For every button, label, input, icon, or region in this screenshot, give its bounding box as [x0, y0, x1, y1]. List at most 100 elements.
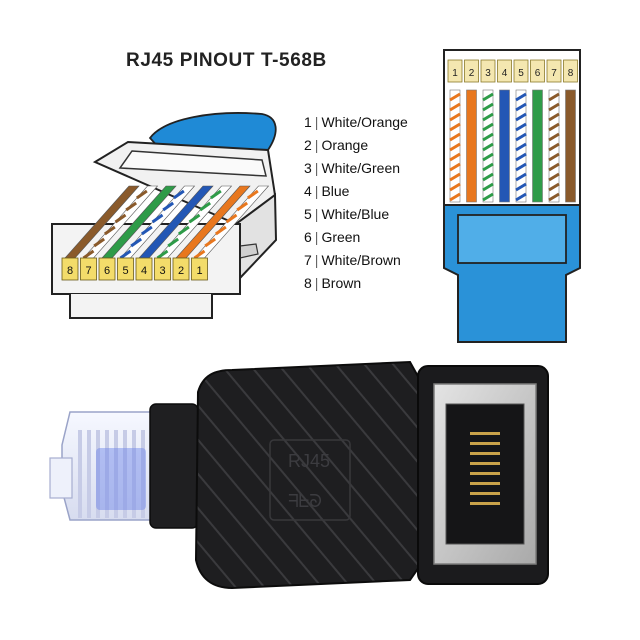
straight-wire-2: [466, 89, 477, 203]
clear-plug-contact: [114, 430, 118, 518]
wire-stripe: [548, 162, 560, 172]
clear-plug-contact: [96, 430, 100, 518]
plug-contact-7: [80, 257, 97, 281]
wire-stripe: [548, 132, 560, 142]
plug-contact-number: 5: [122, 265, 128, 277]
wire-stripe: [482, 92, 494, 102]
wire-stripe: [172, 189, 185, 200]
wire-stripe: [162, 201, 175, 212]
wire-stripe: [204, 237, 217, 248]
plug-contact-5: [117, 257, 134, 281]
wire-stripe: [449, 162, 461, 172]
plug-contact-number: 4: [141, 265, 147, 277]
wire-stripe: [449, 182, 461, 192]
legend-item-5: 5|White/Blue: [304, 206, 390, 222]
adapter-photo: RJ45 ᖷᖶᘐ: [49, 360, 549, 590]
jack-pin: [470, 462, 500, 465]
wire-stripe: [482, 172, 494, 182]
pinout-legend: 1|White/Orange 2|Orange 3|White/Green 4|…: [304, 114, 408, 298]
adapter-label-recess: [269, 439, 351, 521]
wire-stripe: [515, 102, 527, 112]
plug-wire-group: [64, 185, 270, 260]
wire-stripe: [482, 182, 494, 192]
wire-stripe: [548, 152, 560, 162]
wire-stripe: [515, 112, 527, 122]
clear-plug-contact: [78, 430, 82, 518]
legend-item-4: 4|Blue: [304, 183, 350, 199]
legend-item-2: 2|Orange: [304, 137, 369, 153]
straight-pin-number: 2: [469, 68, 475, 79]
legend-item-1: 1|White/Orange: [304, 114, 408, 130]
straight-pin-6: [530, 59, 545, 83]
wire-stripe: [135, 189, 148, 200]
plug-contact-number: 2: [178, 265, 184, 277]
wire-stripe: [548, 122, 560, 132]
clear-plug-contact: [123, 430, 127, 518]
wire-stripe: [482, 112, 494, 122]
wire-stripe: [209, 189, 222, 200]
straight-pin-number: 8: [568, 68, 574, 79]
legend-item-7: 7|White/Brown: [304, 252, 401, 268]
wire-stripe: [548, 182, 560, 192]
wire-stripe: [449, 142, 461, 152]
adapter-neck: [149, 403, 199, 529]
wire-stripe: [130, 237, 143, 248]
wire-stripe: [515, 132, 527, 142]
wire-stripe: [482, 152, 494, 162]
wire-stripe: [515, 142, 527, 152]
plug-contact-8: [61, 257, 79, 281]
plug-contact-4: [135, 257, 153, 281]
wire-stripe: [449, 112, 461, 122]
wire-stripe: [114, 213, 127, 224]
legend-item-6: 6|Green: [304, 229, 361, 245]
wire-stripe: [515, 152, 527, 162]
wire-stripe: [140, 225, 153, 236]
wire-stripe: [515, 192, 527, 202]
wire-stripe: [548, 92, 560, 102]
wire-stripe: [449, 172, 461, 182]
jack-pin: [470, 452, 500, 455]
plug-contact-3: [154, 257, 171, 281]
straight-wire-4: [499, 89, 510, 203]
wire-stripe: [188, 213, 201, 224]
wire-stripe: [449, 132, 461, 142]
straight-pin-2: [464, 59, 479, 83]
wire-stripe: [548, 112, 560, 122]
straight-pin-number: 1: [452, 68, 458, 79]
clear-plug-blue-insert: [96, 448, 146, 510]
straight-wire-8: [565, 89, 576, 203]
adapter-label-line2: ᖷᖶᘐ: [288, 491, 322, 511]
wire-stripe: [199, 201, 212, 212]
jack-pin: [470, 472, 500, 475]
wire-stripe: [482, 192, 494, 202]
plug-contact-1: [191, 257, 208, 281]
plug-contact-number: 3: [159, 265, 165, 277]
wire-stripe: [515, 162, 527, 172]
jack-pin: [470, 482, 500, 485]
wire-stripe: [236, 201, 249, 212]
wire-stripe: [548, 172, 560, 182]
wire-stripe: [548, 142, 560, 152]
wire-stripe: [193, 249, 206, 260]
wire-stripe: [449, 102, 461, 112]
straight-pin-7: [546, 59, 562, 83]
plug-contact-2: [172, 257, 190, 281]
straight-pin-3: [480, 59, 496, 83]
wire-stripe: [482, 102, 494, 112]
wire-stripe: [449, 122, 461, 132]
jack-pin-row: [470, 432, 500, 505]
wire-stripe: [103, 225, 116, 236]
jack-pin: [470, 442, 500, 445]
wire-stripe: [119, 249, 132, 260]
clear-plug-latch: [49, 457, 73, 499]
wire-stripe: [156, 249, 169, 260]
jack-pin: [470, 432, 500, 435]
adapter-label-line1: RJ45: [288, 451, 330, 471]
plug-contact-6: [98, 257, 116, 281]
wire-stripe: [548, 192, 560, 202]
straight-pin-number: 4: [502, 68, 508, 79]
